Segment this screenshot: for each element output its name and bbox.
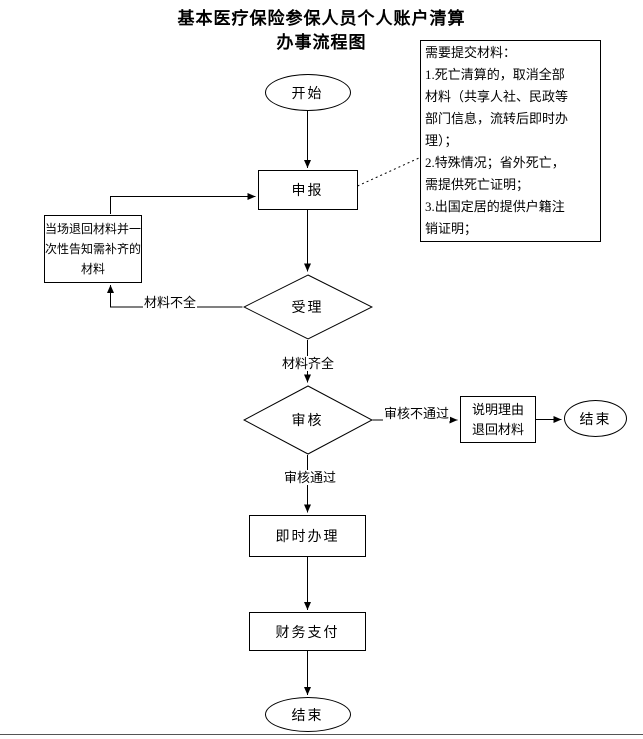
edge-label-review-fail: 审核不通过 <box>383 406 451 421</box>
diamond-shape <box>242 274 373 340</box>
node-process: 即时办理 <box>249 515 366 557</box>
edge-label-materials-incomplete: 材料不全 <box>143 295 198 310</box>
node-declare-label: 申报 <box>291 184 324 199</box>
page-title-line2: 办事流程图 <box>276 33 367 52</box>
node-process-label: 即时办理 <box>275 530 340 545</box>
node-review-label: 审核 <box>291 414 324 429</box>
node-end-right: 结束 <box>564 400 627 437</box>
page-title-line1: 基本医疗保险参保人员个人账户清算 <box>177 9 466 28</box>
node-accept-label: 受理 <box>291 301 324 316</box>
node-end-bottom: 结束 <box>264 697 351 732</box>
page-bottom-border <box>0 734 643 735</box>
node-return-materials: 当场退回材料并一 次性告知需补齐的 材料 <box>44 215 142 283</box>
node-start: 开始 <box>264 74 351 111</box>
diamond-shape <box>242 385 373 455</box>
node-start-label: 开始 <box>291 86 324 102</box>
edge-return-to-declare <box>110 193 256 214</box>
required-materials-note: 需要提交材料： 1.死亡清算的，取消全部 材料（共享人社、民政等 部门信息，流转… <box>420 40 601 242</box>
edge-label-materials-complete: 材料齐全 <box>281 356 336 371</box>
edge-label-review-pass: 审核通过 <box>283 470 338 485</box>
node-review: 审核 <box>242 385 373 455</box>
edge-declare-to-note-dotted <box>357 157 420 187</box>
node-end-right-label: 结束 <box>579 412 612 428</box>
node-accept: 受理 <box>242 274 373 340</box>
edge-accept-to-return <box>107 285 243 308</box>
node-declare: 申报 <box>257 170 358 210</box>
node-explain-return: 说明理由 退回材料 <box>460 396 536 443</box>
node-payment: 财务支付 <box>249 612 366 651</box>
node-end-bottom-label: 结束 <box>291 708 324 724</box>
node-payment-label: 财务支付 <box>275 625 340 641</box>
